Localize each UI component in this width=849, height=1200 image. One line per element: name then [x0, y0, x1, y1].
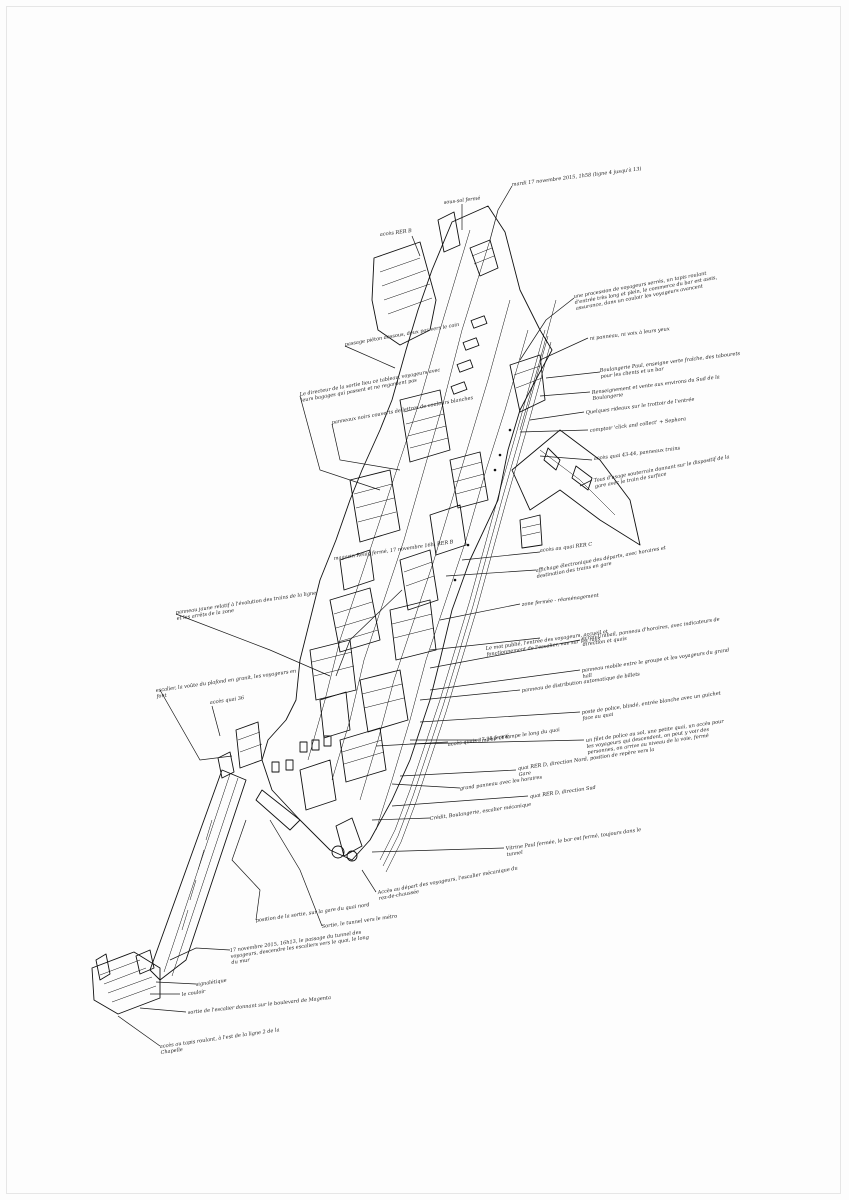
central-shops — [271, 389, 512, 862]
annotation-a17: zone fermée - réaménagement — [520, 591, 600, 608]
annotation-a41: sortie de l'escalier donnant sur le boul… — [188, 995, 332, 1016]
annotation-a38: 17 novembre 2015, 16h13, le passage du t… — [229, 929, 370, 966]
annotation-a01: mardi 17 novembre 2015, 1h58 (ligne 4 ju… — [511, 165, 641, 188]
annotation-a24: poste de police, blindé, entrée blanche … — [580, 689, 723, 722]
annotation-a25: un filet de police au sol, une petite qu… — [585, 718, 726, 756]
annotation-a04: une procession de voyageurs serrés, un t… — [573, 268, 719, 312]
annotation-a37: Sortie, le tunnel vers le métro — [321, 912, 397, 930]
annotation-a23: panneau de distribution automatique de b… — [521, 671, 640, 694]
annotation-a15: accès au quai RER C — [539, 541, 592, 554]
annotation-a42: accès au tapis roulant, à l'est de la li… — [159, 1026, 281, 1056]
annotation-a32: quai RER D, direction Sud — [529, 785, 596, 800]
upper-structures — [371, 211, 546, 413]
annotation-a19: panneau jaune relatif à l'évolution des … — [175, 589, 317, 622]
annotation-a03: accès RER B — [379, 227, 412, 238]
annotation-a27: accès quai 36 — [209, 694, 245, 706]
annotation-a31: grand panneau avec les horaires — [459, 774, 542, 792]
annotation-a39: signalétique — [195, 977, 227, 988]
sheet-border — [6, 6, 841, 1194]
annotation-a10: accès quai 43-44, panneaux trains — [593, 444, 680, 462]
left-annex — [217, 721, 263, 779]
annotation-a18: magasin Relay fermé, 17 novembre 16h, RE… — [333, 538, 454, 562]
bottom-exit — [91, 949, 161, 1015]
tunnel — [149, 769, 301, 981]
annotation-a09: comptoir 'click and collect' + Sephora — [590, 416, 687, 434]
annotation-a26: escalier, la voûte du plafond en granit,… — [154, 667, 297, 700]
annotation-a22: panneau mobile entre le groupe et les vo… — [581, 647, 730, 680]
annotation-a34: Vitrine Paul fermée, le bar est fermé, t… — [505, 826, 642, 858]
right-branch — [511, 429, 641, 549]
station-body — [261, 205, 557, 873]
leader-lines — [117, 185, 601, 1047]
annotation-a05: ni panneau, ni voix à leurs yeux — [589, 325, 670, 342]
annotation-a02: sous-sol fermé — [443, 195, 480, 206]
annotation-layer: mardi 17 novembre 2015, 1h58 (ligne 4 ju… — [154, 165, 741, 1056]
annotation-a40: le couloir — [181, 989, 206, 998]
annotation-a35: Accès au départ des voyageurs, l'escalie… — [376, 864, 519, 902]
annotation-a33: Crédit, Boulangerie, escalier mécanique — [429, 801, 531, 822]
annotation-a06: Boulangerie Paul, enseigne verte fraîche… — [598, 350, 741, 380]
